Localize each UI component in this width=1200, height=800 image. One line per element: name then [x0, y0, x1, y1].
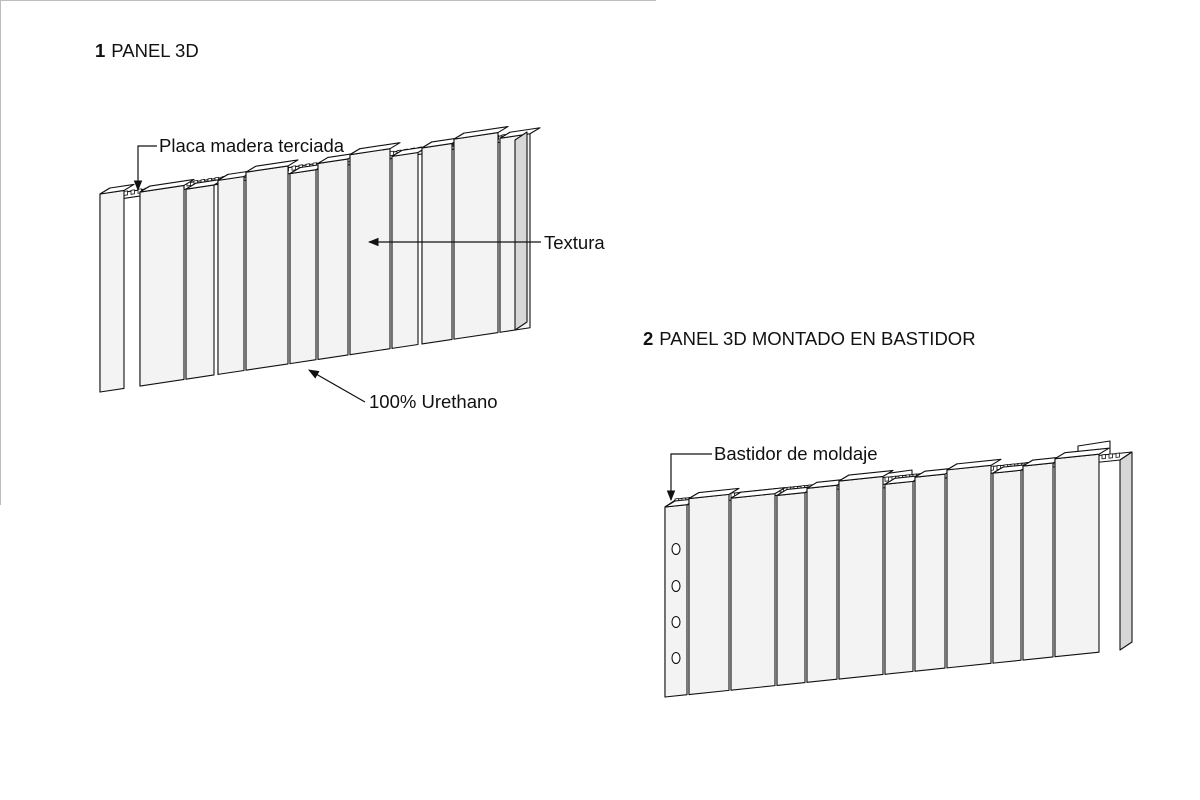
figure-1-number: 1	[95, 40, 106, 61]
panel2-end-cap	[1119, 451, 1133, 651]
label-frame: Bastidor de moldaje	[714, 443, 878, 464]
panel2-rib-front	[688, 493, 730, 696]
panel2-rib-front	[992, 469, 1022, 664]
panel1-perforation	[291, 165, 296, 171]
panel1-rib-top	[499, 127, 541, 139]
panel2-rib-front	[914, 473, 946, 672]
label-urethane: 100% Urethano	[369, 391, 498, 412]
label-plywood: Placa madera terciada	[159, 135, 345, 156]
panel2-rib-front	[806, 484, 838, 683]
panel2-rib-front	[1054, 453, 1100, 658]
label-texture: Textura	[544, 232, 605, 253]
panel2-rib-top	[838, 469, 894, 482]
panel2-rib-front	[730, 493, 776, 691]
panel2-rib-front	[884, 480, 914, 675]
frame-bolt-hole	[671, 615, 681, 629]
figure-2-title-text: PANEL 3D MONTADO EN BASTIDOR	[659, 328, 976, 349]
figure-1-title-text: PANEL 3D	[111, 40, 199, 61]
panel2-perforation	[1101, 454, 1106, 460]
frame-bolt-hole	[671, 579, 681, 593]
panel2-rib-top	[1054, 447, 1110, 460]
panel2-perforation	[1108, 453, 1113, 459]
panel1-rib-top	[453, 125, 509, 140]
panel1-rib-top	[245, 159, 299, 173]
panel1-rib-top	[349, 142, 401, 156]
frame-bolt-hole	[671, 651, 681, 665]
panel2-rib-front	[946, 464, 992, 669]
panel1-end-cap	[514, 131, 528, 331]
panel2-rib-front	[776, 491, 806, 686]
panel2-perforation	[884, 476, 889, 482]
panel2-perforation	[1115, 452, 1120, 458]
page-corner-rule	[0, 0, 656, 505]
frame-bolt-hole	[671, 542, 681, 556]
panel2-rib-front	[664, 504, 688, 698]
figure-2-number: 2	[643, 328, 654, 349]
panel2-rib-top	[946, 458, 1002, 471]
panel2-rib-front	[838, 475, 884, 680]
panel2-rib-front	[1022, 462, 1054, 661]
panel1-perforation	[130, 189, 135, 195]
panel2-rib-top	[730, 487, 786, 499]
